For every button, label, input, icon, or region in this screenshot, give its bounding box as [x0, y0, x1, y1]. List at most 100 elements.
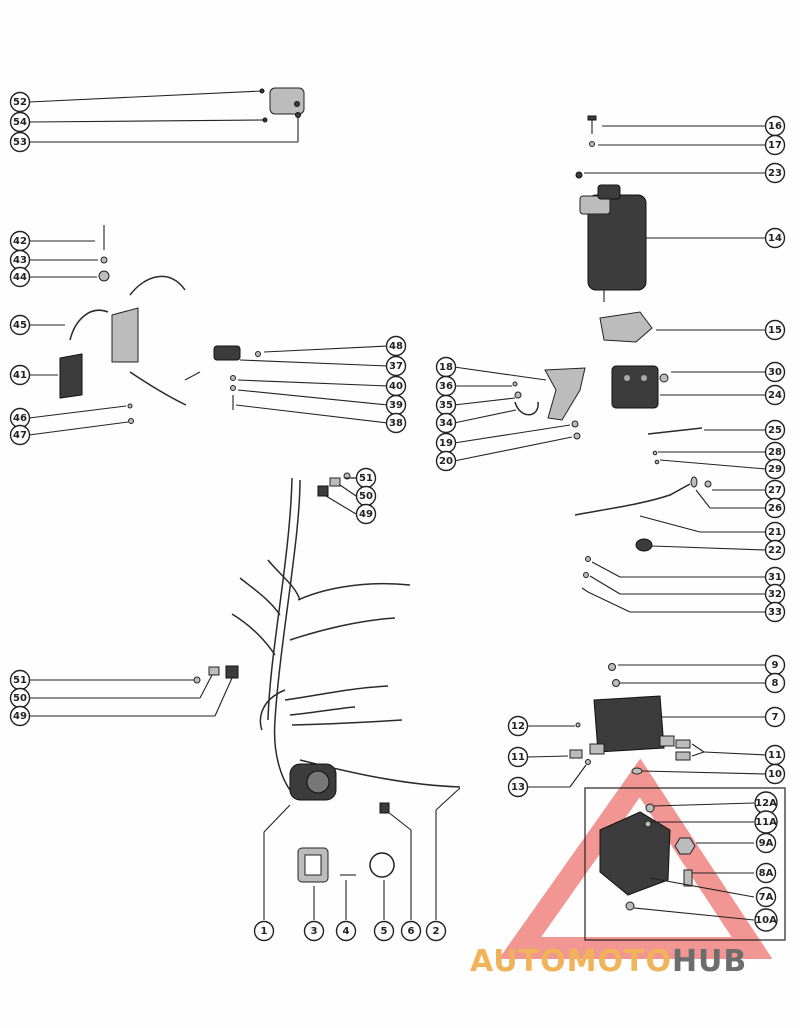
callout-circle	[764, 361, 786, 383]
callout-number: 52	[13, 97, 27, 108]
callout-51: 51	[9, 669, 31, 691]
callout-number: 7	[772, 712, 779, 723]
callout-number: 26	[768, 503, 782, 514]
callout-49: 49	[355, 503, 377, 525]
callout-2: 2	[425, 920, 447, 942]
callout-circle	[9, 266, 31, 288]
callout-19: 19	[435, 432, 457, 454]
callout-30: 30	[764, 361, 786, 383]
callout-38: 38	[385, 412, 407, 434]
callout-number: 19	[439, 438, 453, 449]
callout-circle	[9, 364, 31, 386]
callout-11: 11	[507, 746, 529, 768]
callout-circle	[425, 920, 447, 942]
callout-number: 5	[381, 926, 388, 937]
callout-number: 49	[13, 711, 27, 722]
callout-circle	[9, 91, 31, 113]
callout-number: 31	[768, 572, 782, 583]
wiring-harness-part	[231, 477, 461, 801]
logo-part-auto: AUTO	[470, 944, 567, 979]
callout-4: 4	[335, 920, 357, 942]
callout-36: 36	[435, 375, 457, 397]
callout-46: 46	[9, 407, 31, 429]
callout-number: 21	[768, 527, 782, 538]
watermark-triangle	[498, 758, 773, 959]
callout-44: 44	[9, 266, 31, 288]
callout-40: 40	[385, 375, 407, 397]
callout-circle	[507, 776, 529, 798]
inset-frame	[584, 787, 786, 941]
callout-circle	[764, 162, 786, 184]
callout-34: 34	[435, 412, 457, 434]
callout-7: 7	[764, 706, 786, 728]
callout-number: 22	[768, 545, 782, 556]
callout-number: 24	[768, 390, 782, 401]
callout-23: 23	[764, 162, 786, 184]
cable-parts	[574, 427, 712, 593]
callout-number: 34	[439, 418, 453, 429]
callout-number: 8	[772, 678, 779, 689]
callout-33: 33	[764, 601, 786, 623]
callout-7A: 7A	[755, 886, 777, 908]
callout-circle	[9, 424, 31, 446]
callout-circle	[385, 412, 407, 434]
callout-number: 44	[13, 272, 27, 283]
callout-number: 32	[768, 589, 782, 600]
callout-circle	[507, 715, 529, 737]
callout-circle	[355, 503, 377, 525]
callout-circle	[764, 134, 786, 156]
callout-number: 1	[261, 926, 268, 937]
callout-number: 51	[359, 473, 373, 484]
callout-number: 2	[433, 926, 440, 937]
callout-6: 6	[400, 920, 422, 942]
left-harness-parts	[59, 225, 187, 424]
callout-number: 51	[13, 675, 27, 686]
logo-part-hub: HUB	[671, 944, 748, 979]
callout-31: 31	[764, 566, 786, 588]
callout-number: 35	[439, 400, 453, 411]
callout-1: 1	[253, 920, 275, 942]
callout-28: 28	[764, 441, 786, 463]
callout-circle	[373, 920, 395, 942]
callout-circle	[764, 497, 786, 519]
callout-circle	[764, 706, 786, 728]
callout-8A: 8A	[755, 862, 777, 884]
callout-number: 48	[389, 341, 403, 352]
callout-51: 51	[355, 467, 377, 489]
callout-number: 23	[768, 168, 782, 179]
callout-number: 12A	[755, 798, 777, 809]
callout-circle	[385, 335, 407, 357]
callout-number: 41	[13, 370, 27, 381]
callout-number: 43	[13, 255, 27, 266]
callout-20: 20	[435, 450, 457, 472]
callout-26: 26	[764, 497, 786, 519]
callout-13: 13	[507, 776, 529, 798]
callout-42: 42	[9, 230, 31, 252]
callout-number: 27	[768, 485, 782, 496]
callout-35: 35	[435, 394, 457, 416]
callout-number: 54	[13, 117, 27, 128]
callout-49: 49	[9, 705, 31, 727]
callout-52: 52	[9, 91, 31, 113]
mounting-bracket-part	[512, 367, 586, 440]
callout-50: 50	[355, 485, 377, 507]
callout-number: 49	[359, 509, 373, 520]
callout-circle	[303, 920, 325, 942]
callout-number: 36	[439, 381, 453, 392]
callout-17: 17	[764, 134, 786, 156]
callout-24: 24	[764, 384, 786, 406]
callout-number: 9A	[759, 838, 774, 849]
callout-number: 39	[389, 400, 403, 411]
callout-number: 15	[768, 325, 782, 336]
grommet-parts	[297, 802, 395, 883]
callout-number: 9	[772, 660, 779, 671]
callout-circle	[754, 908, 778, 932]
callout-29: 29	[764, 458, 786, 480]
callout-circle	[435, 450, 457, 472]
callout-number: 10	[768, 769, 782, 780]
callout-circle	[400, 920, 422, 942]
callout-circle	[9, 111, 31, 133]
logo-part-moto: MOTO	[566, 944, 672, 979]
callout-number: 11	[511, 752, 525, 763]
callout-circle	[764, 227, 786, 249]
